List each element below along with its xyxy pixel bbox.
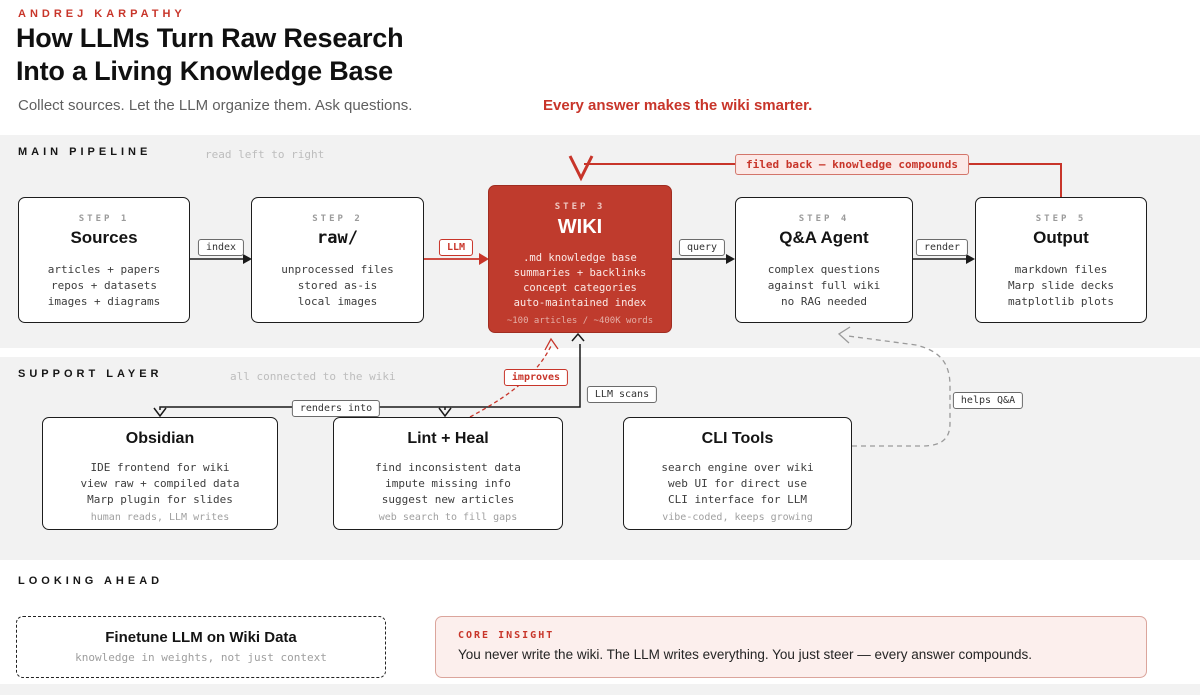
section-label-main-pipeline: MAIN PIPELINE [18, 146, 152, 158]
finetune-note: knowledge in weights, not just context [75, 651, 327, 664]
section-label-support-layer: SUPPORT LAYER [18, 368, 163, 380]
support-box-lint-heal: Lint + Heal find inconsistent data imput… [333, 417, 563, 530]
box-title: Output [1033, 228, 1089, 247]
subtitle: Collect sources. Let the LLM organize th… [18, 97, 413, 114]
box-line: suggest new articles [381, 493, 515, 506]
arrow-label-query: query [678, 239, 726, 256]
arrow-label-index: index [197, 239, 245, 256]
section-note-main-pipeline: read left to right [205, 148, 325, 161]
box-title: Q&A Agent [779, 228, 869, 247]
step-box-output: STEP 5 Output markdown files Marp slide … [975, 197, 1147, 323]
step-box-sources: STEP 1 Sources articles + papers repos +… [18, 197, 190, 323]
subtitle-accent: Every answer makes the wiki smarter. [543, 97, 813, 114]
section-note-support-layer: all connected to the wiki [230, 370, 396, 383]
connector-label-improves: improves [503, 369, 569, 386]
box-line: repos + datasets [51, 279, 157, 292]
core-insight-box: CORE INSIGHT You never write the wiki. T… [435, 616, 1147, 678]
box-line: impute missing info [385, 477, 511, 490]
box-title: Sources [70, 228, 138, 247]
box-footnote: ~100 articles / ~400K words [506, 316, 654, 326]
step-number: STEP 3 [554, 202, 606, 212]
box-line: markdown files [1014, 263, 1108, 276]
step-number: STEP 5 [1035, 214, 1087, 224]
box-line: web UI for direct use [667, 477, 808, 490]
box-title: CLI Tools [701, 430, 774, 447]
box-line: no RAG needed [780, 295, 868, 308]
box-footnote: human reads, LLM writes [90, 512, 230, 523]
box-line: articles + papers [47, 263, 161, 276]
connector-label-helps-qa: helps Q&A [952, 392, 1024, 409]
box-line: images + diagrams [47, 295, 161, 308]
box-title: WIKI [557, 216, 603, 238]
box-line: summaries + backlinks [513, 267, 647, 279]
box-lines: IDE frontend for wiki view raw + compile… [43, 460, 277, 508]
box-lines: search engine over wiki web UI for direc… [624, 460, 851, 508]
step-number: STEP 4 [798, 214, 850, 224]
box-line: Marp slide decks [1008, 279, 1114, 292]
core-insight-label: CORE INSIGHT [458, 630, 555, 641]
box-lines: find inconsistent data impute missing in… [334, 460, 562, 508]
step-box-wiki: STEP 3 WIKI .md knowledge base summaries… [488, 185, 672, 333]
box-line: unprocessed files [281, 263, 394, 276]
box-line: complex questions [767, 263, 881, 276]
box-footnote: vibe-coded, keeps growing [662, 512, 813, 523]
box-line: against full wiki [767, 279, 881, 292]
step-box-raw: STEP 2 raw/ unprocessed files stored as-… [251, 197, 424, 323]
section-label-looking-ahead: LOOKING AHEAD [18, 575, 164, 587]
box-line: matplotlib plots [1008, 295, 1114, 308]
page-title-line2: Into a Living Knowledge Base [16, 56, 393, 86]
box-lines: complex questions against full wiki no R… [736, 262, 912, 310]
box-line: .md knowledge base [523, 252, 637, 264]
step-number: STEP 1 [78, 214, 130, 224]
finetune-box: Finetune LLM on Wiki Data knowledge in w… [16, 616, 386, 678]
box-footnote: web search to fill gaps [378, 512, 518, 523]
box-line: local images [297, 295, 378, 308]
connector-label-renders-into: renders into [291, 400, 381, 417]
step-box-qa-agent: STEP 4 Q&A Agent complex questions again… [735, 197, 913, 323]
core-insight-text: You never write the wiki. The LLM writes… [458, 647, 1033, 662]
box-line: Marp plugin for slides [87, 493, 233, 506]
connector-label-llm-scans: LLM scans [586, 386, 658, 403]
box-line: view raw + compiled data [80, 477, 240, 490]
box-lines: articles + papers repos + datasets image… [19, 262, 189, 310]
support-box-obsidian: Obsidian IDE frontend for wiki view raw … [42, 417, 278, 530]
step-number: STEP 2 [312, 214, 363, 224]
page-title-line1: How LLMs Turn Raw Research [16, 23, 404, 53]
box-line: concept categories [523, 282, 637, 294]
box-lines: .md knowledge base summaries + backlinks… [489, 251, 671, 311]
box-title: Lint + Heal [407, 430, 489, 447]
finetune-title: Finetune LLM on Wiki Data [105, 629, 297, 646]
box-line: CLI interface for LLM [667, 493, 808, 506]
box-title: Obsidian [125, 430, 195, 447]
box-line: search engine over wiki [661, 461, 814, 474]
footer-band [0, 684, 1200, 695]
box-line: IDE frontend for wiki [90, 461, 230, 474]
box-line: find inconsistent data [375, 461, 521, 474]
box-lines: unprocessed files stored as-is local ima… [252, 262, 423, 310]
feedback-loop-label: filed back — knowledge compounds [735, 154, 969, 175]
author-byline: ANDREJ KARPATHY [18, 8, 186, 20]
box-line: auto-maintained index [513, 297, 647, 309]
arrow-label-llm: LLM [438, 239, 474, 256]
support-box-cli-tools: CLI Tools search engine over wiki web UI… [623, 417, 852, 530]
box-lines: markdown files Marp slide decks matplotl… [976, 262, 1146, 310]
box-line: stored as-is [297, 279, 378, 292]
arrow-label-render: render [915, 239, 969, 256]
box-title: raw/ [317, 228, 358, 248]
